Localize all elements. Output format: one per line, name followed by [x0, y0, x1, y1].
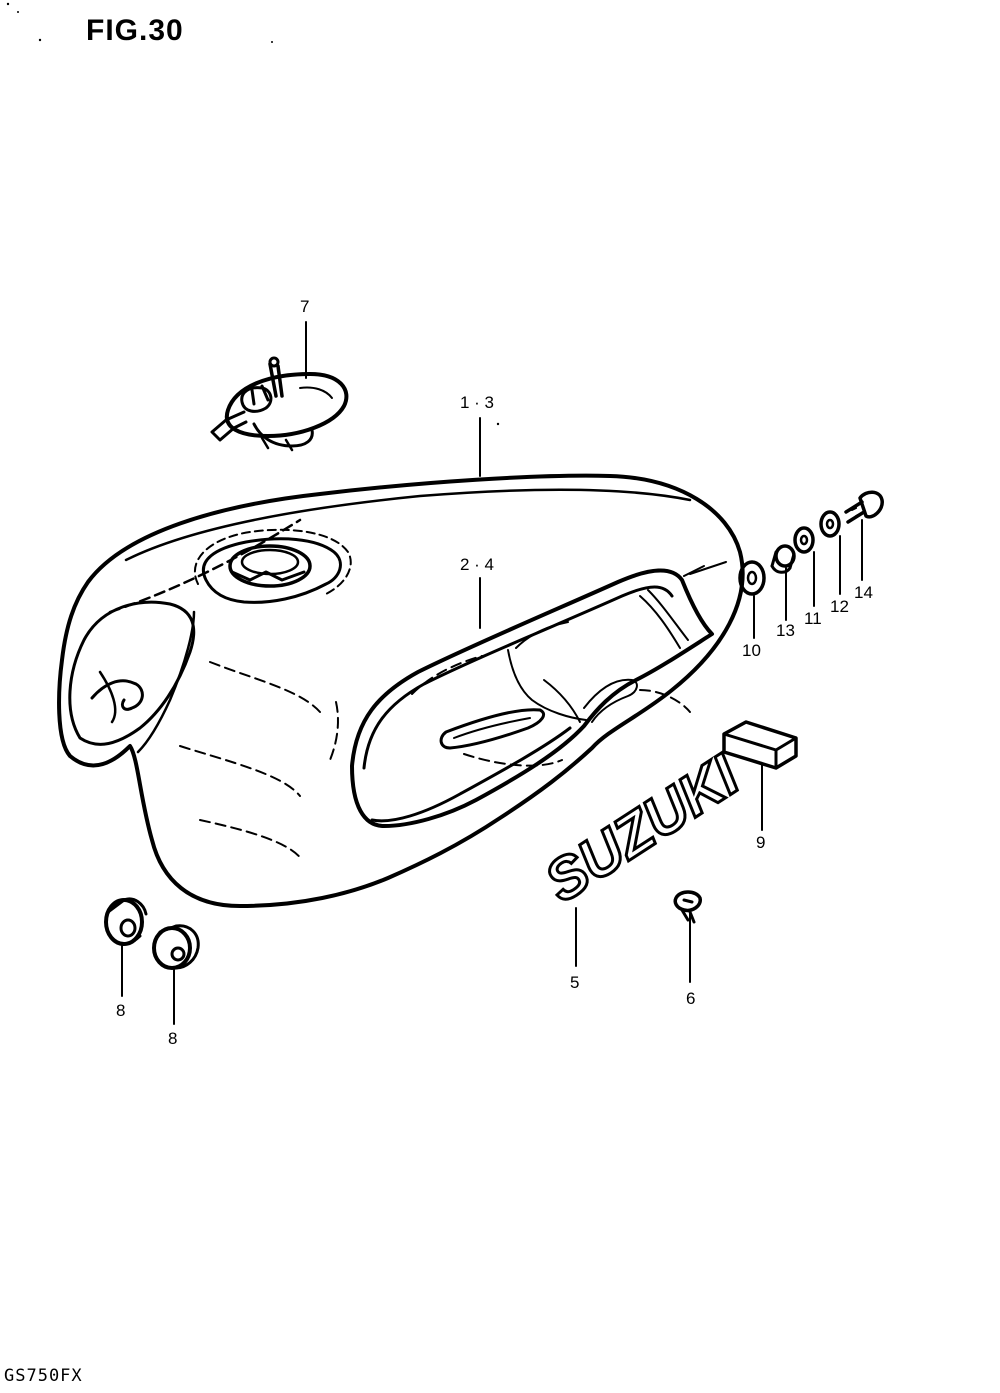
callout-12: 12 [830, 597, 849, 616]
callout-2-4: 2 · 4 [460, 555, 494, 574]
leader-lines [121, 321, 863, 1025]
callout-8a: 8 [116, 1001, 125, 1020]
callout-11: 11 [804, 609, 822, 628]
callout-6: 6 [686, 989, 695, 1008]
cushion-pad [722, 720, 798, 770]
figure-title: FIG.30 [86, 14, 184, 47]
callout-13: 13 [776, 621, 795, 640]
callout-14: 14 [854, 583, 873, 602]
mounting-hardware [738, 490, 884, 596]
callout-1-3: 1 · 3 [460, 393, 494, 412]
callout-labels: 1 · 3 2 · 4 7 10 13 11 12 14 9 5 6 8 8 [116, 297, 873, 1048]
screw [673, 890, 702, 924]
callout-9: 9 [756, 833, 765, 852]
callout-10: 10 [742, 641, 761, 660]
fuel-tank [57, 473, 745, 908]
callout-5: 5 [570, 973, 579, 992]
callout-8b: 8 [168, 1029, 177, 1048]
cushion-b [152, 924, 200, 970]
fuel-cap [210, 356, 349, 452]
cushion-a [104, 897, 148, 946]
callout-7: 7 [300, 297, 309, 316]
model-code: GS750FX [4, 1366, 83, 1386]
